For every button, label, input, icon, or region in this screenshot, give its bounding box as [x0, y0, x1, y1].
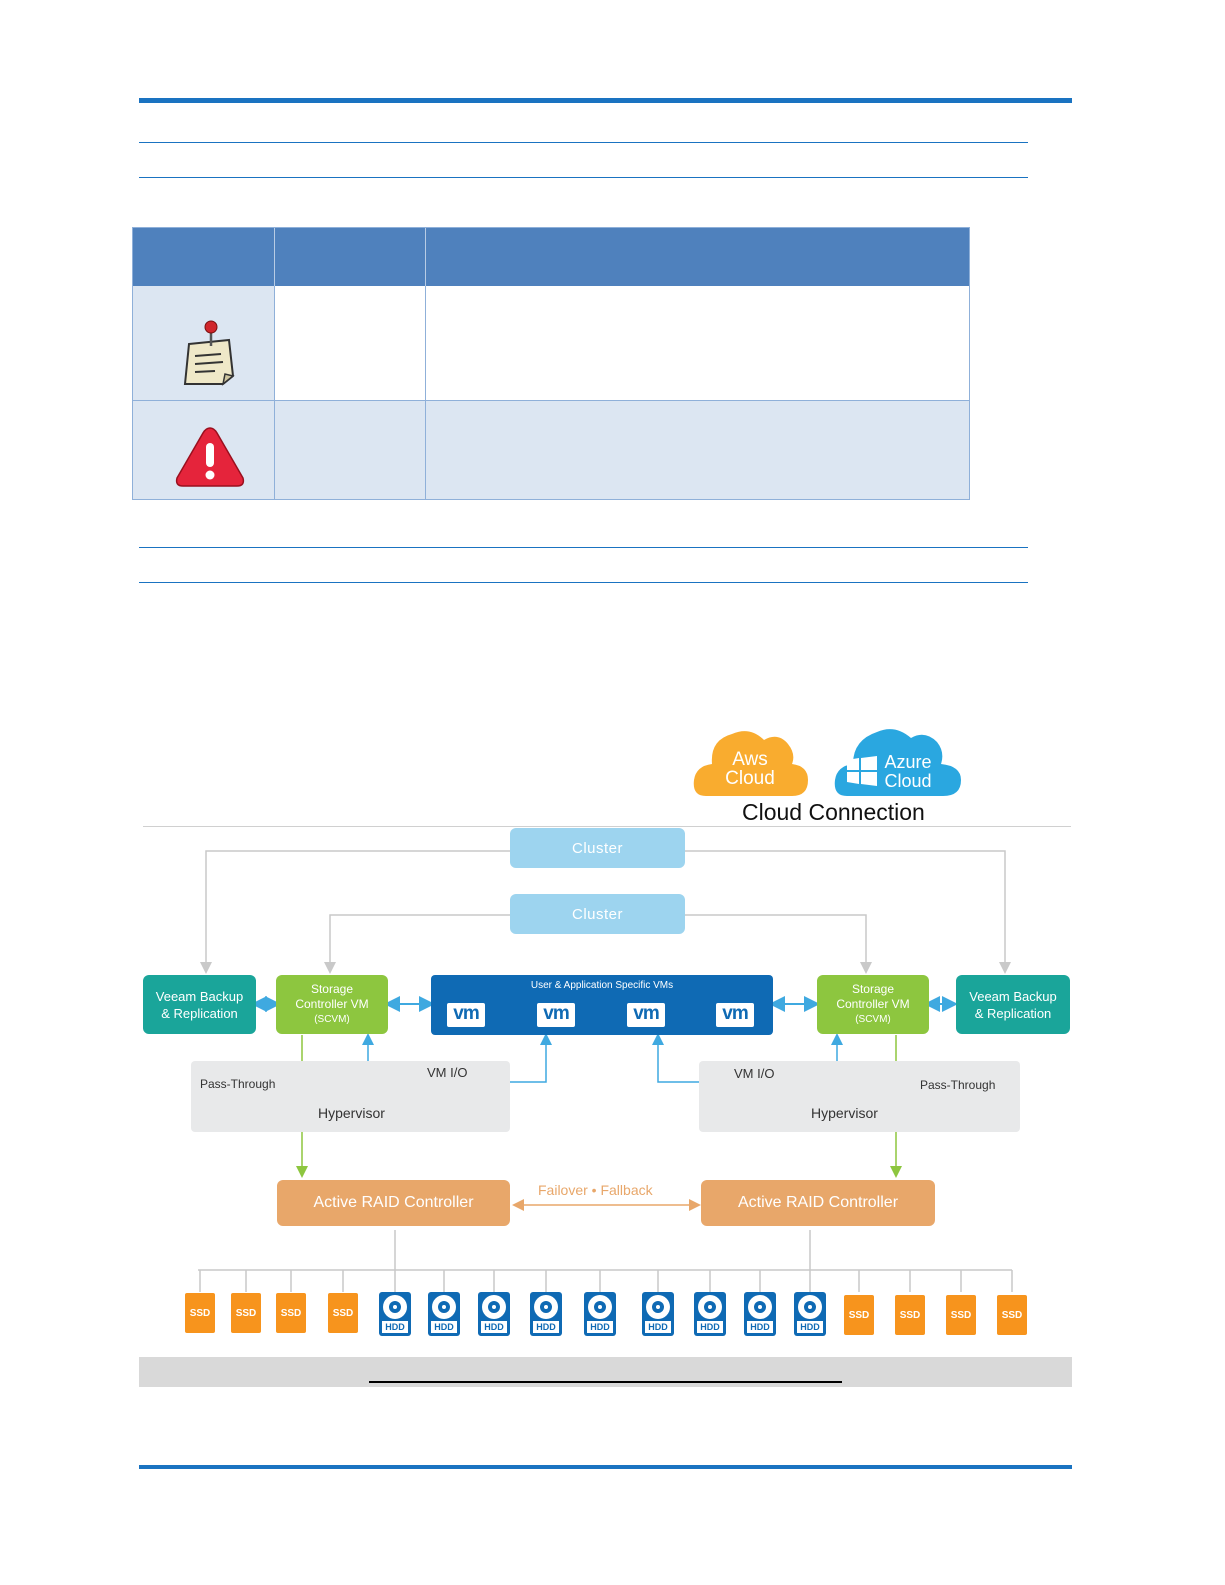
- hdd-tag: HDD: [481, 1321, 507, 1333]
- vm-logo-icon: vm: [447, 1003, 485, 1027]
- hdd-tag: HDD: [382, 1321, 408, 1333]
- hdd-drive-icon: HDD: [530, 1292, 562, 1336]
- row-divider: [133, 400, 969, 401]
- aws-cloud-label: Aws Cloud: [718, 750, 782, 788]
- veeam-left-line2: & Replication: [161, 1005, 238, 1021]
- hdd-tag: HDD: [431, 1321, 457, 1333]
- azure-cloud-line2: Cloud: [884, 771, 932, 791]
- hypervisor-panel-right: [699, 1061, 1020, 1132]
- ssd-drive-icon: SSD: [328, 1293, 358, 1333]
- column-divider: [274, 286, 275, 499]
- header-rule-thick: [139, 98, 1072, 103]
- ssd-drive-icon: SSD: [895, 1295, 925, 1335]
- figure-caption-underline: [369, 1381, 842, 1383]
- vm-logo-icon: vm: [537, 1003, 575, 1027]
- azure-cloud-line1: Azure: [884, 752, 932, 772]
- ssd-drive-icon: SSD: [946, 1295, 976, 1335]
- raid-controller-left: Active RAID Controller: [277, 1180, 510, 1226]
- hdd-drive-icon: HDD: [642, 1292, 674, 1336]
- vms-title: User & Application Specific VMs: [530, 980, 674, 991]
- aws-cloud-line1: Aws: [732, 749, 768, 770]
- veeam-right-line2: & Replication: [974, 1005, 1052, 1021]
- vm-io-label-left: VM I/O: [427, 1065, 468, 1080]
- vm-io-label-right: VM I/O: [734, 1066, 775, 1081]
- vm-logo-icon: vm: [716, 1003, 754, 1027]
- hdd-drive-icon: HDD: [379, 1292, 411, 1336]
- hdd-drive-icon: HDD: [744, 1292, 776, 1336]
- header-divider: [274, 228, 275, 286]
- note-pin-icon: [183, 320, 235, 386]
- column-divider: [425, 286, 426, 499]
- hdd-tag: HDD: [697, 1321, 723, 1333]
- aws-cloud-icon: [693, 731, 808, 796]
- cluster-top: Cluster: [510, 828, 685, 868]
- hypervisor-label-left: Hypervisor: [318, 1105, 385, 1121]
- azure-cloud-label: Azure Cloud: [878, 753, 938, 791]
- scvm-left-line1: Storage: [310, 982, 353, 996]
- veeam-right-line1: Veeam Backup: [969, 988, 1057, 1004]
- warning-icon: [175, 427, 245, 487]
- vm-logo-icon: vm: [627, 1003, 665, 1027]
- section-rule-top-2: [139, 547, 1028, 548]
- section-rule-bottom-2: [139, 582, 1028, 583]
- hdd-tag: HDD: [533, 1321, 559, 1333]
- veeam-backup-left: Veeam Backup& Replication: [143, 975, 256, 1034]
- veeam-left-line1: Veeam Backup: [155, 988, 244, 1004]
- hdd-drive-icon: HDD: [794, 1292, 826, 1336]
- footer-rule-thick: [139, 1465, 1072, 1469]
- hdd-drive-icon: HDD: [478, 1292, 510, 1336]
- ssd-drive-icon: SSD: [997, 1295, 1027, 1335]
- scvm-left-line3: (SCVM): [314, 1014, 350, 1025]
- scvm-right-line2: Controller VM: [836, 997, 910, 1011]
- failover-fallback-label: Failover • Fallback: [538, 1182, 653, 1198]
- table-row-warning: [133, 400, 969, 499]
- veeam-backup-right: Veeam Backup& Replication: [956, 975, 1070, 1034]
- header-divider: [425, 228, 426, 286]
- scvm-right-line3: (SCVM): [855, 1014, 891, 1025]
- hdd-tag: HDD: [747, 1321, 773, 1333]
- hdd-drive-icon: HDD: [694, 1292, 726, 1336]
- table-header-row: [133, 228, 969, 286]
- section-rule-bottom: [139, 177, 1028, 178]
- raid-controller-right: Active RAID Controller: [701, 1180, 935, 1226]
- aws-cloud-line2: Cloud: [725, 768, 775, 789]
- scvm-left-line2: Controller VM: [295, 997, 369, 1011]
- pass-through-label-right: Pass-Through: [920, 1078, 996, 1092]
- windows-logo-icon: [847, 756, 877, 786]
- ssd-drive-icon: SSD: [231, 1293, 261, 1333]
- hypervisor-panel-left: [191, 1061, 510, 1132]
- hdd-drive-icon: HDD: [584, 1292, 616, 1336]
- scvm-right-line1: Storage: [851, 982, 894, 996]
- notation-table: [132, 227, 970, 500]
- section-rule-top: [139, 142, 1028, 143]
- pass-through-label-left: Pass-Through: [200, 1077, 276, 1091]
- hdd-tag: HDD: [587, 1321, 613, 1333]
- cloud-connection-caption: Cloud Connection: [742, 799, 925, 825]
- hypervisor-label-right: Hypervisor: [811, 1105, 878, 1121]
- diagram-top-border: [143, 826, 1071, 827]
- ssd-drive-icon: SSD: [276, 1293, 306, 1333]
- hdd-drive-icon: HDD: [428, 1292, 460, 1336]
- hdd-tag: HDD: [645, 1321, 671, 1333]
- hdd-tag: HDD: [797, 1321, 823, 1333]
- ssd-drive-icon: SSD: [844, 1295, 874, 1335]
- cluster-inner: Cluster: [510, 894, 685, 934]
- ssd-drive-icon: SSD: [185, 1293, 215, 1333]
